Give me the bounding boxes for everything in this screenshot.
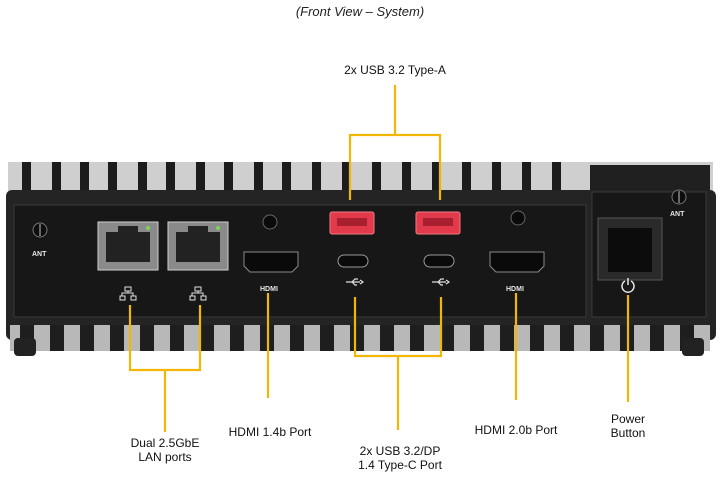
label-lan-line1: Dual 2.5GbE xyxy=(130,436,200,450)
network-icon xyxy=(119,286,137,301)
label-lan-line2: LAN ports xyxy=(138,450,192,464)
label-usb-a: 2x USB 3.2 Type-A xyxy=(344,63,446,77)
audio-jack-left xyxy=(262,214,278,230)
label-power-line2: Button xyxy=(610,426,646,440)
audio-jack-right xyxy=(510,210,526,226)
label-usb-c: 2x USB 3.2/DP 1.4 Type-C Port xyxy=(340,444,460,472)
antenna-left-label: ANT xyxy=(32,251,47,258)
lan-port-1 xyxy=(97,221,159,271)
antenna-right-label: ANT xyxy=(670,211,685,218)
usb-icon xyxy=(346,278,365,286)
label-usb-c-line2: 1.4 Type-C Port xyxy=(358,458,442,472)
heatsink-fins-bottom xyxy=(10,325,710,356)
label-power-line1: Power xyxy=(610,412,645,426)
label-lan: Dual 2.5GbE LAN ports xyxy=(105,436,225,464)
power-icon xyxy=(621,278,635,293)
hdmi-right-mark: HDMI xyxy=(506,286,524,293)
figure-caption: (Front View – System) xyxy=(295,4,425,19)
hdmi-left-mark: HDMI xyxy=(260,286,278,293)
hdmi-14-port xyxy=(243,251,299,273)
usb-c-port-2 xyxy=(423,254,455,268)
label-hdmi-14: HDMI 1.4b Port xyxy=(228,425,312,439)
label-hdmi-20: HDMI 2.0b Port xyxy=(474,423,558,437)
label-usb-c-line1: 2x USB 3.2/DP xyxy=(359,444,441,458)
leader-lines xyxy=(128,85,630,432)
lan-port-2 xyxy=(167,221,229,271)
hdmi-20-port xyxy=(489,251,545,273)
network-icon xyxy=(189,286,207,301)
usb-c-port-1 xyxy=(337,254,369,268)
usb-icon xyxy=(432,278,451,286)
label-power: Power Button xyxy=(598,412,658,440)
